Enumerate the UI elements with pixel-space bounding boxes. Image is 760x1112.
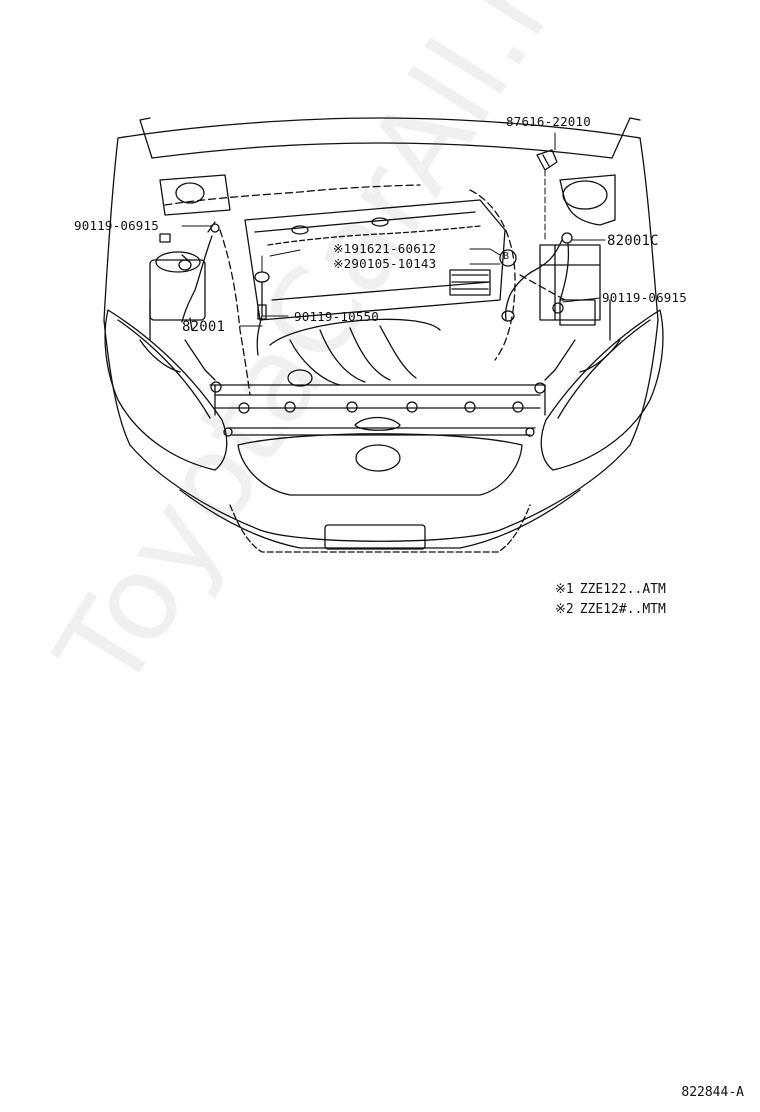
part-number-91621: 91621-60612 [351,241,437,256]
right-headlight [540,309,664,471]
legend-text-2: ZZE12#..MTM [579,602,666,617]
part-label-90119-06915-left: 90119-06915 [74,218,159,233]
part-number-90105: 90105-10143 [351,256,437,271]
front-grille [227,427,536,496]
mount-bolts [210,381,546,437]
ground-cable-right [501,232,573,322]
legend-item-1: ※1 ZZE122..ATM [555,583,666,596]
coolant-reservoir [159,174,231,216]
callout-b-circle [499,249,517,267]
ground-cable-center [254,271,270,356]
callout-b-letter: B [503,251,510,262]
part-label-91621-60612: ※191621-60612 [333,241,437,256]
leader-lines [181,132,606,327]
connector-clip [536,149,558,171]
engine-valve-cover [244,199,506,321]
washer-tank [559,174,616,226]
part-label-82001: 82001 [182,319,226,335]
part-label-87616-22010: 87616-22010 [506,114,591,129]
inner-fender [139,299,621,381]
ground-cable-left [159,221,220,331]
wire-harness [164,184,566,396]
intake-manifold [269,318,441,387]
part-label-90119-06915-right: 90119-06915 [602,290,687,305]
diagram-id: 822844-A [681,1085,744,1100]
body-outline [103,319,659,553]
legend-mark-1: ※1 [555,582,574,597]
mark-1: ※1 [333,241,352,256]
part-label-90119-10550: 90119-10550 [294,309,379,324]
legend-mark-2: ※2 [555,602,574,617]
fuse-box [539,244,601,326]
radiator-support [209,384,546,416]
part-label-90105-10143: ※290105-10143 [333,256,437,271]
license-plate [324,524,426,550]
hood-outline [103,117,659,321]
battery [149,251,206,321]
part-label-82001c: 82001C [607,233,659,249]
left-headlight [104,309,228,471]
mark-2: ※2 [333,256,352,271]
legend-text-1: ZZE122..ATM [579,582,666,597]
legend-item-2: ※2 ZZE12#..MTM [555,603,666,616]
